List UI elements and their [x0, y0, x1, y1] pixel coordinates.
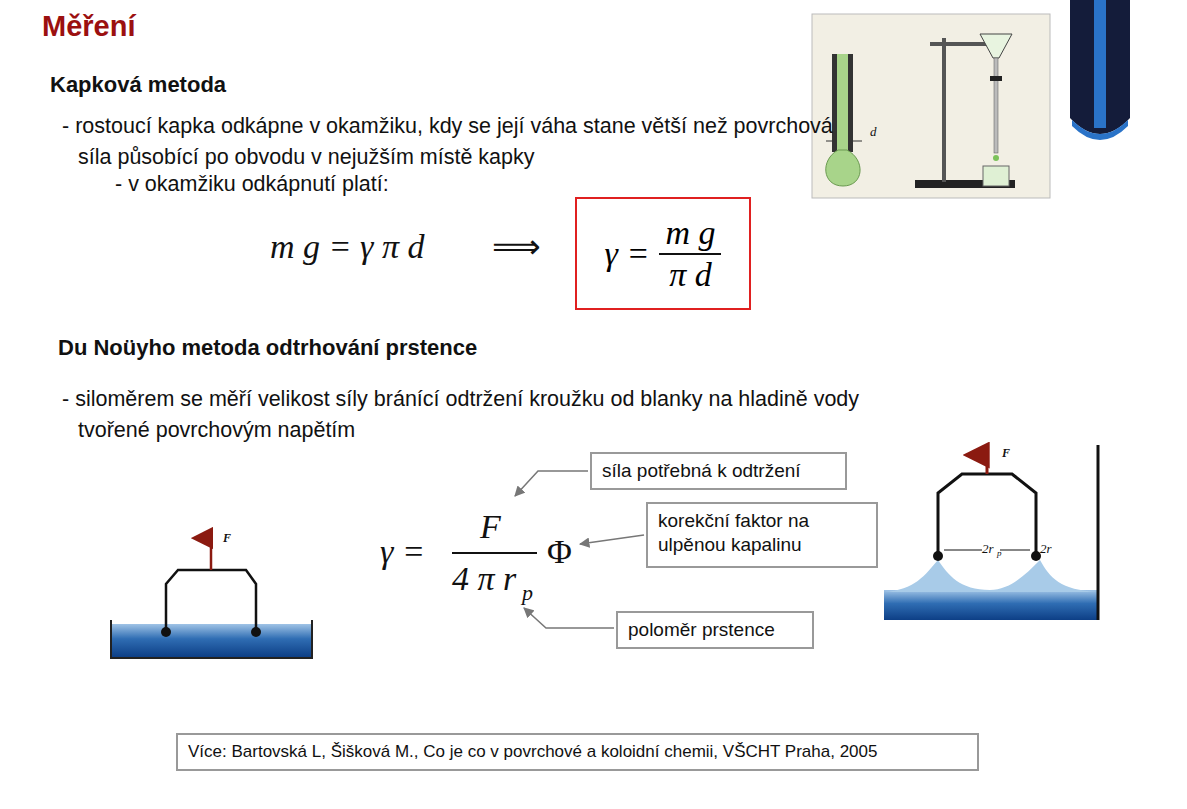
denominator: π d: [663, 255, 718, 295]
fraction-bar: [659, 253, 721, 255]
dimension-label: d: [870, 124, 877, 140]
equation: γ =: [605, 235, 650, 273]
fraction: m gπ d: [659, 213, 721, 295]
slide-title: Měření: [42, 10, 135, 43]
equation: m g = γ π d: [270, 228, 424, 266]
bullet-text: - rostoucí kapka odkápne v okamžiku, kdy…: [62, 111, 838, 173]
box-text: poloměr prstence: [628, 618, 802, 642]
numerator: m g: [659, 213, 721, 253]
numerator: F: [480, 508, 501, 546]
callout-box: korekční faktor na ulpěnou kapalinu: [646, 502, 878, 568]
bullet-text: - siloměrem se měří velikost síly bráníc…: [62, 384, 868, 446]
denominator: 4 π r: [452, 560, 516, 598]
box-text: síla potřebná k odtržení: [602, 459, 835, 483]
force-label: F: [223, 531, 231, 546]
highlight-box: γ =m gπ d: [575, 197, 751, 310]
correction-factor: Φ: [547, 533, 572, 571]
dimension-label: 2r: [982, 541, 994, 557]
equation: γ =: [380, 533, 425, 571]
force-label: F: [1002, 446, 1010, 461]
subscript: p: [997, 548, 1002, 558]
reference-box: Více: Bartovská L, Šišková M., Co je co …: [176, 733, 979, 771]
fraction-bar: [452, 552, 537, 554]
section-heading: Du Noüyho metoda odtrhování prstence: [58, 335, 477, 361]
implies-symbol: ⟹: [492, 226, 541, 266]
bullet-text: - v okamžiku odkápnutí platí:: [115, 172, 389, 197]
callout-box: síla potřebná k odtržení: [590, 452, 847, 490]
box-text: Více: Bartovská L, Šišková M., Co je co …: [188, 740, 967, 764]
dimension-label: 2r: [1040, 541, 1052, 557]
subscript: p: [522, 580, 533, 606]
callout-box: poloměr prstence: [616, 611, 814, 649]
box-text: korekční faktor na ulpěnou kapalinu: [658, 509, 866, 557]
section-heading: Kapková metoda: [50, 72, 226, 98]
